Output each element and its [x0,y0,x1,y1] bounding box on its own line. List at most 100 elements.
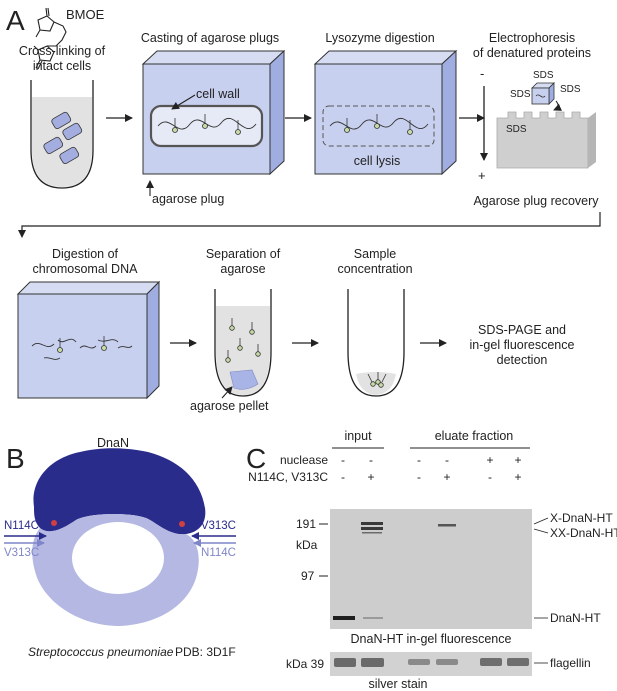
lysed-cell-outline [322,105,435,147]
nuclease-sign-4: - [445,453,449,467]
band-x-dnan-lane2 [361,522,383,525]
tube-agarose-separation [214,289,272,397]
band-smear-lane2 [362,532,382,534]
electrophoresis-label-1: Electrophoresis [489,31,575,45]
fragmented-dna [31,338,133,360]
sds-page-label-3: detection [497,353,548,367]
dnan-structure [32,448,206,626]
band-x-dnan-eluate [438,524,456,527]
nuclease-sign-6: + [514,453,521,467]
flagellin-band-2 [361,658,384,667]
dnan-label: DnaN [97,436,129,450]
organism-label: Streptococcus pneumoniae [28,645,174,659]
concentration-label-1: Sample [354,247,396,261]
separation-label-2: agarose [220,262,265,276]
crosslink-site-left [51,520,57,526]
n114c-left-label: N114C [4,520,39,532]
plug-drop-arrow [553,100,563,111]
crosslink-label-1: Cross-linking of [19,44,106,58]
agarose-plug-casting [141,49,286,176]
xx-dnan-pointer [533,528,549,534]
mutant-row-label: N114C, V313C [248,470,328,484]
tube-concentrated-sample [347,289,405,397]
tube-crosslinked-cells [30,80,94,189]
nuclease-sign-3: - [417,453,421,467]
nuclease-sign-2: - [369,453,373,467]
mutant-sign-5: - [488,470,492,484]
sds-label-2: SDS [510,89,531,100]
panel-a-label: A [6,5,25,36]
gel-slab [496,111,596,169]
fluorescence-caption: DnaN-HT in-gel fluorescence [351,632,512,646]
nuclease-signs: - - - - + + [341,453,522,467]
nuclease-sign-1: - [341,453,345,467]
x-dnan-pointer [533,517,549,525]
sds-label-3: SDS [560,84,581,95]
sds-label-1: SDS [533,70,554,81]
separation-label-1: Separation of [206,247,281,261]
electrophoresis-label-2: of denatured proteins [473,46,591,60]
mutant-sign-6: + [514,470,521,484]
kda-label: kDa [296,538,318,552]
flagellin-band-3 [408,659,430,665]
band-dnan-ht-lane1 [333,616,355,620]
cathode-minus: - [480,66,484,81]
mutant-sign-4: + [443,470,450,484]
agarose-pellet [229,369,259,390]
protein-pin-icon [344,114,413,135]
sds-label-4: SDS [506,124,527,135]
fluorescence-gel [330,509,532,629]
agarose-plug-digested [16,280,161,400]
protein-pin-icon [57,336,107,353]
agarose-plug-on-gel [531,82,555,105]
flagellin-band-6 [507,658,529,666]
xx-dnan-label: XX-DnaN-HT [550,526,617,540]
protein-pin-icon [367,372,387,388]
n114c-right-label: N114C [201,547,236,559]
recovery-label: Agarose plug recovery [473,194,599,208]
crosslink-site-right [179,521,185,527]
agarose-pellet-label: agarose pellet [190,399,269,413]
crosslink-label-2: intact cells [33,59,91,73]
dnan-dark-subunit [33,448,206,535]
cell-wall-label: cell wall [196,87,240,101]
v313c-left-label: V313C [4,547,39,559]
mutant-sign-2: + [367,470,374,484]
fluorescence-bands [333,522,456,620]
nuclease-row-label: nuclease [280,453,328,467]
protein-pin-icon [172,114,241,135]
concentration-label-2: concentration [337,262,412,276]
panel-b-label: B [6,443,25,474]
flagellin-band-1 [334,658,356,667]
lysozyme-label: Lysozyme digestion [325,31,434,45]
agarose-plug-label: agarose plug [152,192,224,206]
silver-stain-bands [334,658,529,667]
recovery-connector-arrow [18,212,601,238]
dnan-central-channel [72,522,164,594]
sds-page-label-2: in-gel fluorescence [470,338,575,352]
dnan-ht-label: DnaN-HT [550,611,601,625]
mutant-signs: - + - + - + [341,470,522,484]
sds-page-label-1: SDS-PAGE and [478,323,566,337]
v313c-right-label: V313C [201,520,236,532]
nuclease-sign-5: + [486,453,493,467]
cell-wall-pointer [171,94,196,110]
bmoe-molecule-icon [33,7,67,70]
flagellin-band-4 [436,659,458,665]
anode-plus: + [478,168,486,183]
digestion-label-1: Digestion of [52,247,119,261]
cell-icon [43,111,83,164]
x-dnan-label: X-DnaN-HT [550,511,613,525]
bmoe-label: BMOE [66,7,105,22]
band-dnan-ht-lane2 [363,617,383,619]
flagellin-label: flagellin [550,656,591,670]
band-xx-dnan-lane2 [361,527,383,530]
digestion-label-2: chromosomal DNA [33,262,139,276]
flagellin-band-5 [480,658,502,666]
input-header: input [344,429,372,443]
marker-97: 97 [301,569,315,583]
mutant-sign-3: - [417,470,421,484]
mutant-sign-1: - [341,470,345,484]
agarose-plug-lysis [313,49,458,176]
